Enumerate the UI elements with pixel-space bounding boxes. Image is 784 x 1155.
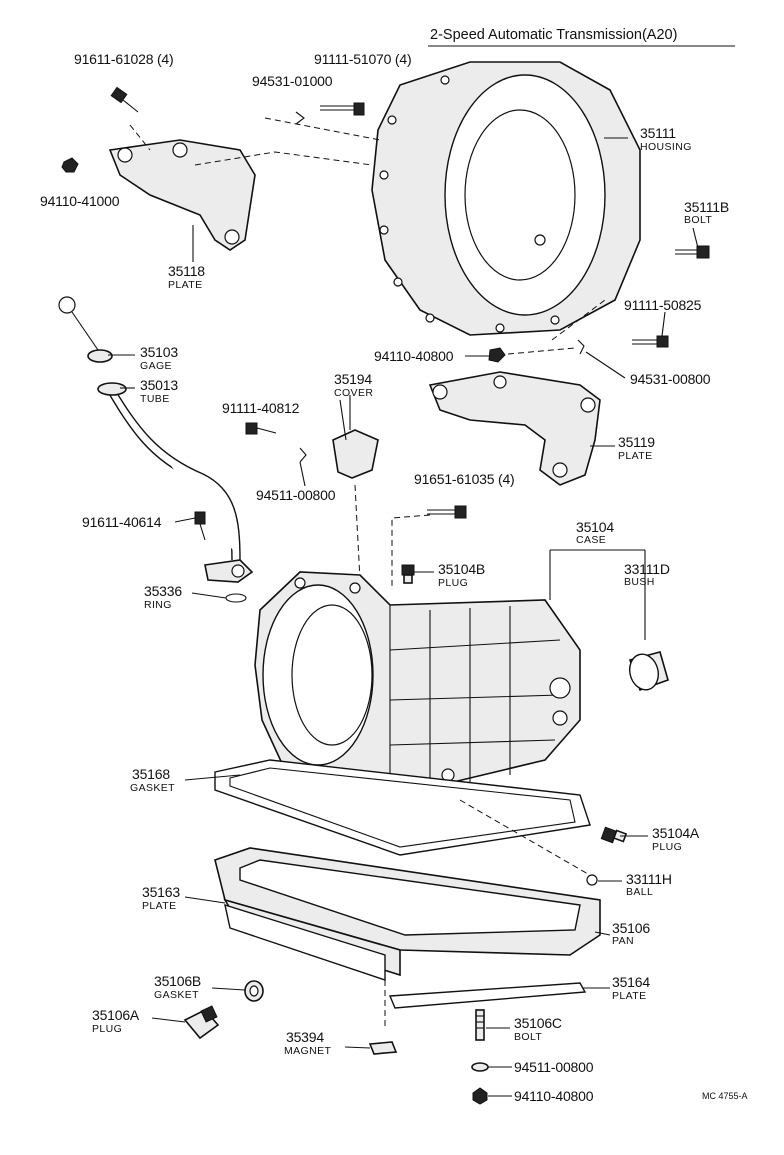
label-94511-00800-top: 94511-00800 [256, 487, 336, 503]
label-35164: 35164 [612, 974, 650, 990]
bolt-91611-61028-drawing [110, 86, 139, 113]
bolt-35106c-drawing [475, 1009, 485, 1041]
label-35106b: 35106B [154, 973, 202, 989]
label-35336: 35336 [144, 583, 182, 599]
washer-94511-00800-drawing [299, 447, 307, 463]
plate-35118-drawing [108, 139, 256, 251]
label-35168: 35168 [132, 766, 170, 782]
label-35194: 35194 [334, 371, 372, 387]
label-33111d-name: BUSH [624, 576, 655, 588]
label-35106c: 35106C [514, 1015, 562, 1031]
label-35013: 35013 [140, 377, 178, 393]
label-94531-01000: 94531-01000 [252, 73, 333, 89]
label-35106a: 35106A [92, 1007, 140, 1023]
label-91611-61028: 91611-61028 (4) [74, 51, 174, 67]
leader-bracket [549, 549, 646, 640]
diagram-code: MC 4755-A [702, 1091, 748, 1101]
cover-35194-drawing [332, 395, 379, 479]
label-35111-name: HOUSING [640, 141, 692, 153]
label-91611-40614: 91611-40614 [82, 514, 162, 530]
bolt-35111b-drawing [675, 245, 710, 259]
leader-lines [108, 137, 699, 1097]
label-91111-50825: 91111-50825 [624, 297, 702, 313]
label-91111-51070: 91111-51070 (4) [314, 51, 412, 67]
label-35103: 35103 [140, 344, 178, 360]
dash-line [129, 124, 151, 151]
plate-35164-drawing [388, 982, 587, 1009]
gasket-35168-drawing [214, 759, 591, 856]
label-35119-name: PLATE [618, 450, 653, 462]
bush-33111d-drawing [628, 651, 669, 692]
ball-33111h-drawing [586, 874, 598, 886]
dipstick-35103-drawing [58, 296, 113, 363]
label-35119: 35119 [618, 434, 655, 450]
label-35104b: 35104B [438, 561, 486, 577]
plate-35119-drawing [428, 371, 601, 486]
label-35118: 35118 [168, 263, 205, 279]
nut-94110-40800-bottom-drawing [472, 1087, 488, 1105]
dash-line [264, 117, 381, 141]
plug-35106a-drawing [183, 1005, 220, 1040]
label-33111d: 33111D [624, 561, 670, 577]
plug-35104a-drawing [600, 826, 628, 844]
bolt-91111-50825-drawing [632, 335, 669, 348]
label-35106-name: PAN [612, 935, 635, 947]
magnet-35394-drawing [368, 1041, 398, 1055]
label-35106c-name: BOLT [514, 1031, 543, 1043]
label-35164-name: PLATE [612, 990, 647, 1002]
housing-35111-drawing [371, 61, 641, 336]
label-35106b-name: GASKET [154, 989, 199, 1001]
label-35111b: 35111B [684, 199, 729, 215]
label-35163: 35163 [142, 884, 180, 900]
label-35013-name: TUBE [140, 393, 170, 405]
dash-line [194, 151, 373, 166]
label-35104-name: CASE [576, 534, 607, 546]
label-35106: 35106 [612, 920, 650, 936]
case-35104-drawing [254, 571, 581, 791]
ring-35336-drawing [225, 593, 247, 603]
label-35336-name: RING [144, 599, 172, 611]
label-35168-name: GASKET [130, 782, 175, 794]
washer-94531-01000-drawing [295, 111, 305, 125]
diagram-title: 2-Speed Automatic Transmission(A20) [430, 27, 678, 43]
washer-94531-00800-drawing [577, 339, 585, 355]
label-35194-name: COVER [334, 387, 374, 399]
nut-94110-41000-drawing [61, 157, 79, 173]
label-94110-41000: 94110-41000 [40, 193, 120, 209]
label-35163-name: PLATE [142, 900, 177, 912]
pan-35106-drawing [214, 847, 601, 977]
bolt-91111-51070-drawing [320, 102, 365, 116]
dash-line [354, 484, 431, 590]
label-33111h-name: BALL [626, 886, 654, 898]
label-35394: 35394 [286, 1029, 324, 1045]
label-35394-name: MAGNET [284, 1045, 332, 1057]
washer-94511-00800-bottom-drawing [471, 1062, 489, 1072]
label-35111b-name: BOLT [684, 214, 713, 226]
label-91651-61035: 91651-61035 (4) [414, 471, 515, 487]
label-35104a-name: PLUG [652, 841, 683, 853]
label-35111: 35111 [640, 125, 676, 141]
label-94531-00800: 94531-00800 [630, 371, 711, 387]
label-33111h: 33111H [626, 871, 672, 887]
label-35103-name: GAGE [140, 360, 172, 372]
label-94511-00800-bottom: 94511-00800 [514, 1059, 594, 1075]
dash-line [507, 299, 606, 355]
nut-94110-40800-drawing [488, 347, 506, 363]
label-35104: 35104 [576, 519, 614, 535]
label-35104a: 35104A [652, 825, 700, 841]
label-35104b-name: PLUG [438, 577, 469, 589]
bolt-91111-40812-drawing [245, 422, 277, 435]
label-35118-name: PLATE [168, 279, 203, 291]
label-35106a-name: PLUG [92, 1023, 123, 1035]
label-91111-40812: 91111-40812 [222, 400, 300, 416]
label-94110-40800-top: 94110-40800 [374, 348, 454, 364]
label-94110-40800-bottom: 94110-40800 [514, 1088, 594, 1104]
plug-35104b-drawing [401, 564, 415, 584]
bolt-91611-40614-drawing [194, 511, 206, 541]
bolt-91651-61035-drawing [427, 505, 467, 519]
dash-line [459, 799, 589, 875]
